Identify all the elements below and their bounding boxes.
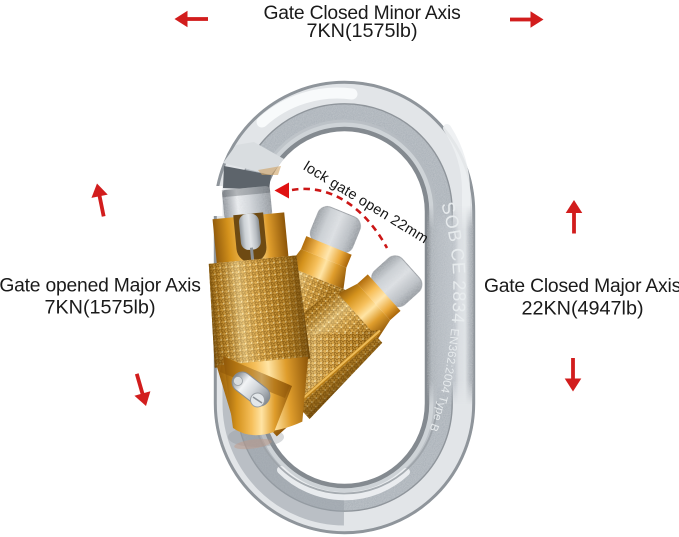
- svg-text:7KN(1575lb): 7KN(1575lb): [306, 20, 417, 42]
- svg-text:Gate Closed Major Axis: Gate Closed Major Axis: [484, 276, 679, 297]
- svg-text:Gate Closed Minor Axis: Gate Closed Minor Axis: [263, 3, 460, 24]
- svg-text:7KN(1575lb): 7KN(1575lb): [44, 297, 155, 319]
- svg-text:22KN(4947lb): 22KN(4947lb): [521, 298, 643, 320]
- svg-text:Gate opened Major Axis: Gate opened Major Axis: [0, 276, 201, 297]
